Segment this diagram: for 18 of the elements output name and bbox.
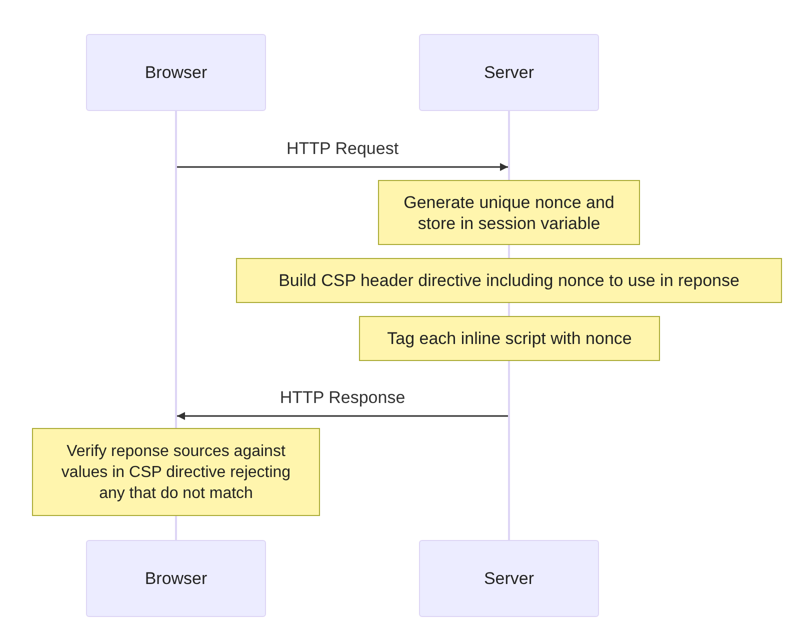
note-box: Generate unique nonce and store in session variable bbox=[378, 180, 640, 245]
lifeline bbox=[508, 111, 510, 180]
lifeline bbox=[508, 303, 510, 316]
note-box: Tag each inline script with nonce bbox=[359, 316, 660, 361]
participant-box: Browser bbox=[86, 540, 266, 617]
message-arrow bbox=[177, 163, 508, 171]
lifeline bbox=[175, 516, 177, 540]
lifeline bbox=[508, 361, 510, 540]
note-box: Verify reponse sources against values in CSP directive rejecting any that do not match bbox=[32, 428, 320, 516]
lifeline bbox=[508, 245, 510, 258]
message-arrow bbox=[177, 412, 508, 420]
lifeline bbox=[175, 111, 177, 428]
participant-box: Server bbox=[419, 540, 599, 617]
edge-label: HTTP Response bbox=[280, 388, 406, 408]
participant-box: Server bbox=[419, 34, 599, 111]
note-box: Build CSP header directive including nonce to use in reponse bbox=[236, 258, 782, 303]
edge-label: HTTP Request bbox=[286, 139, 399, 159]
participant-box: Browser bbox=[86, 34, 266, 111]
